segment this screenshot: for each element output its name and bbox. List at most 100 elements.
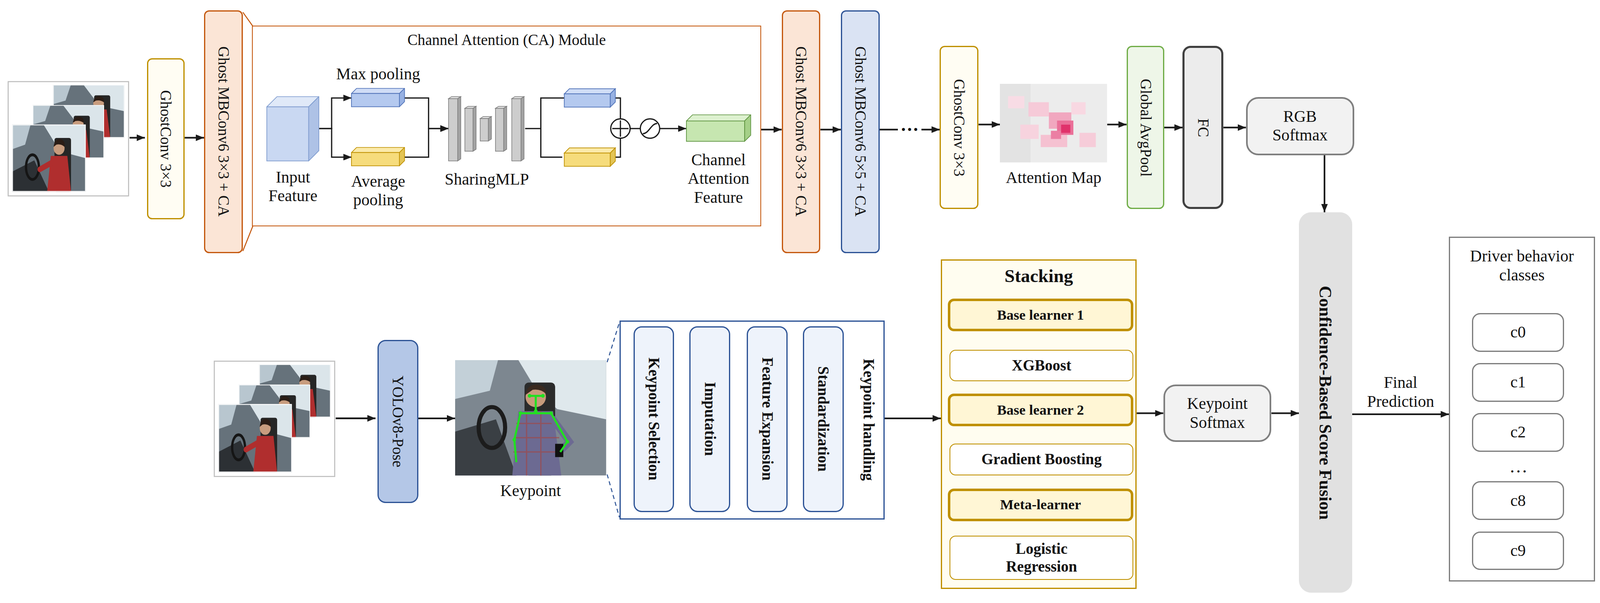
input-frames-rgb — [8, 81, 145, 197]
mlp-figure — [495, 108, 504, 152]
mlp-figure — [480, 118, 489, 141]
node-label: Gradient Boosting — [981, 450, 1102, 469]
cube-figure — [308, 96, 320, 162]
module-frame: StackingBase learner 1XGBoostBase learne… — [940, 259, 1137, 589]
arrow-connector — [820, 128, 841, 131]
mlp-figure — [448, 96, 525, 162]
arrow-connector — [884, 417, 941, 420]
node-label: Logistic Regression — [980, 540, 1103, 576]
feature-figure: Max pooling — [351, 88, 405, 107]
cube-figure — [399, 88, 405, 107]
input-arrow — [129, 136, 145, 139]
process-block: Feature Expansion — [746, 326, 788, 513]
image-frame — [214, 361, 335, 477]
process-box: XGBoost — [949, 349, 1134, 382]
sigmoid-symbol — [640, 118, 660, 139]
process-box: Keypoint Softmax — [1163, 384, 1272, 442]
process-box: c9 — [1471, 531, 1564, 571]
node-label: Base learner 2 — [997, 401, 1085, 419]
driver-photo — [218, 403, 292, 473]
feature-figure: Input Feature — [266, 96, 319, 162]
mlp-output-cube — [540, 128, 621, 167]
zoom-line — [607, 322, 620, 363]
node-label: FC — [1194, 118, 1213, 137]
process-box: c0 — [1471, 313, 1564, 352]
edge-label: ··· — [897, 118, 922, 141]
arrow-connector — [1271, 412, 1299, 415]
node-label: Input Feature — [263, 168, 323, 206]
arrow-connector — [978, 123, 1000, 126]
kp-figure — [541, 394, 545, 398]
feature-figure: SharingMLP — [448, 96, 525, 162]
cube-figure — [351, 93, 400, 107]
mlp-figure — [503, 106, 507, 152]
process-box: Gradient Boosting — [949, 443, 1134, 476]
kp-figure — [455, 360, 607, 476]
node-label: YOLOv8-Pose — [389, 375, 407, 468]
arrow-connector — [404, 128, 449, 157]
node-label: c8 — [1510, 491, 1526, 511]
process-block: GhostConv 3×3 — [147, 58, 185, 220]
node-label: Ghost MBConv6 3×3 + CA — [792, 46, 810, 217]
feature-figure: Channel Attention Feature — [686, 114, 751, 142]
add-symbol — [610, 118, 631, 139]
mlp-figure — [448, 98, 458, 162]
node-label: GhostConv 3×3 — [950, 78, 969, 177]
node-label: Attention Map — [997, 168, 1110, 188]
cube-face — [564, 153, 611, 167]
cube-figure — [744, 114, 751, 142]
node-label: Keypoint handling — [859, 358, 878, 481]
process-box: Base learner 1 — [947, 298, 1134, 332]
process-block: Global AvgPool — [1126, 45, 1165, 209]
att-figure — [999, 83, 1031, 163]
node-label: Keypoint Selection — [645, 357, 663, 481]
feature-figure: Average pooling — [351, 147, 405, 166]
cube-figure — [351, 88, 405, 94]
cube-figure — [351, 147, 405, 153]
node-label: Meta-learner — [999, 496, 1081, 513]
node-label: c9 — [1510, 541, 1526, 561]
node-label: Global AvgPool — [1136, 78, 1155, 177]
arrow-connector — [1164, 126, 1183, 129]
cube-figure — [686, 114, 751, 142]
feature-figure: Keypoint — [455, 360, 607, 476]
kp-figure — [525, 384, 546, 395]
sigmoid-symbol — [640, 118, 660, 139]
mlp-figure — [457, 96, 461, 162]
cube-face — [564, 93, 611, 107]
process-block: YOLOv8-Pose — [377, 339, 419, 504]
kp-figure — [527, 394, 532, 398]
process-box: Base learner 2 — [947, 393, 1134, 427]
mlp-figure — [488, 116, 492, 141]
arrow-connector — [1107, 123, 1127, 126]
cube-figure — [351, 152, 400, 167]
cube-figure — [686, 121, 745, 142]
input-arrow — [335, 417, 376, 420]
kp-figure — [455, 360, 607, 476]
arrow-connector — [1323, 155, 1326, 213]
process-box: c1 — [1471, 363, 1564, 402]
node-label: Keypoint Softmax — [1176, 394, 1259, 433]
feature-figure: Attention Map — [999, 83, 1107, 163]
node-label: Max pooling — [322, 64, 435, 84]
edge-label: Final Prediction — [1364, 373, 1437, 411]
node-label: SharingMLP — [435, 170, 538, 189]
node-label: Standardization — [814, 366, 833, 472]
node-label: Ghost MBConv6 5×5 + CA — [851, 46, 869, 217]
zoom-line — [242, 225, 254, 252]
node-label: Keypoint — [469, 481, 592, 501]
mlp-output-cube — [564, 88, 616, 107]
node-label: Average pooling — [341, 172, 416, 210]
node-label: Confidence-Based Score Fusion — [1315, 285, 1336, 520]
arrow-connector — [761, 128, 782, 131]
node-label: Channel Attention (CA) Module — [407, 31, 606, 50]
att-figure — [1061, 124, 1071, 133]
att-figure — [999, 83, 1107, 163]
zoom-line — [607, 474, 620, 518]
module-frame: Driver behavior classesc0c1c2c8c9 — [1448, 236, 1595, 582]
add-symbol — [610, 118, 631, 139]
kp-figure — [565, 439, 570, 444]
process-box: Meta-learner — [947, 488, 1134, 522]
node-label: RGB Softmax — [1259, 107, 1342, 145]
